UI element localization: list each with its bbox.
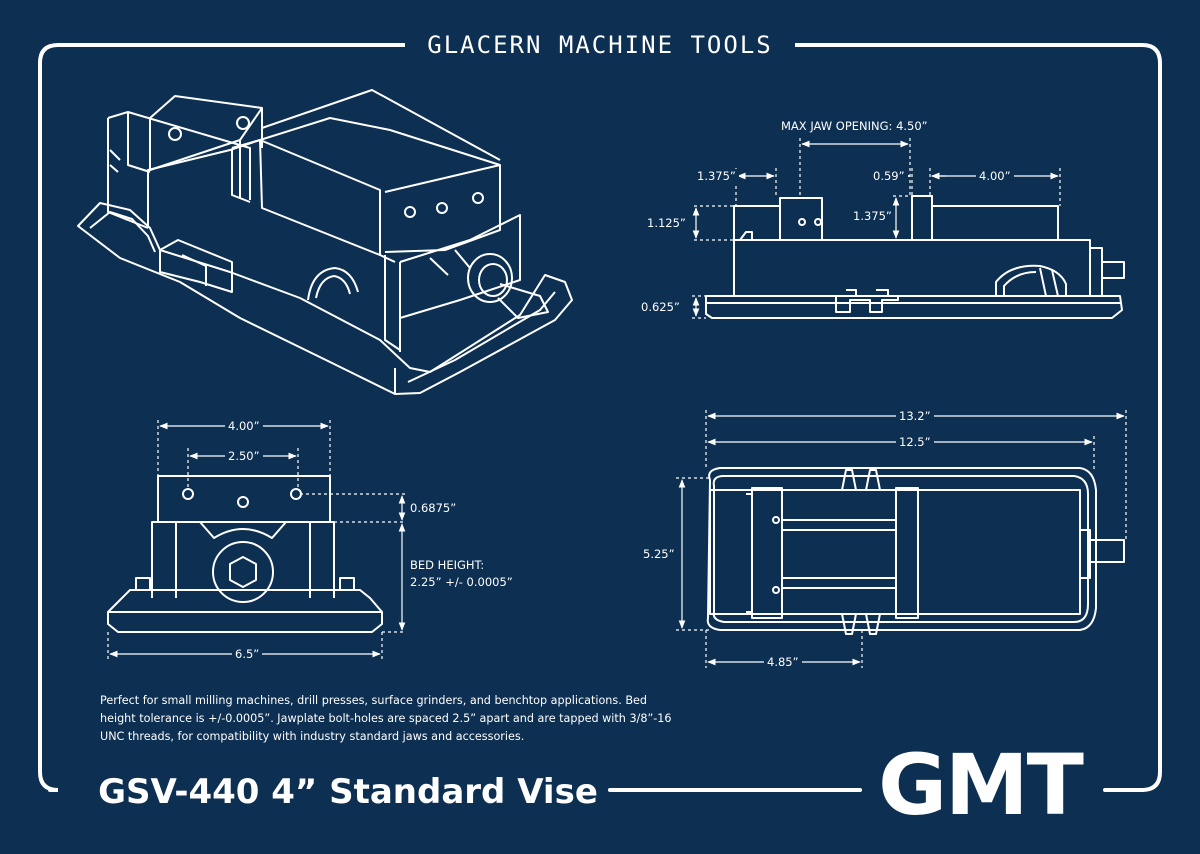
dim-1375-top: 1.375” [694,169,739,183]
dim-1125: 1.125” [644,216,689,230]
dim-132: 13.2” [896,409,934,423]
bed-height-value: 2.25” +/- 0.0005” [410,575,513,589]
top-view-drawing [706,467,1125,635]
bed-height-label: BED HEIGHT: [410,558,485,572]
product-title: GSV-440 4” Standard Vise [88,766,608,818]
sheet-border [38,43,1162,792]
dim-0625: 0.625” [638,300,683,314]
dim-125: 12.5” [896,435,934,449]
product-description: Perfect for small milling machines, dril… [100,694,672,743]
dim-059: 0.59” [870,169,908,183]
isometric-vise-drawing [77,89,573,395]
dim-400-front: 4.00” [225,419,263,433]
dim-400-side: 4.00” [976,169,1014,183]
side-view-drawing [705,195,1125,319]
dim-1375-side: 1.375” [850,209,895,223]
dim-485: 4.85” [764,655,802,669]
brand-name: GLACERN MACHINE TOOLS [405,30,795,60]
front-view-drawing [107,475,383,633]
max-jaw-opening-label: MAX JAW OPENING: 4.50” [778,119,931,133]
dim-250: 2.50” [225,449,263,463]
gmt-logo: GMT [878,736,1086,826]
dim-06875: 0.6875” [410,501,457,515]
dim-525: 5.25” [640,547,678,561]
gmt-logo-text: GMT [878,736,1084,826]
dim-65: 6.5” [232,647,263,661]
